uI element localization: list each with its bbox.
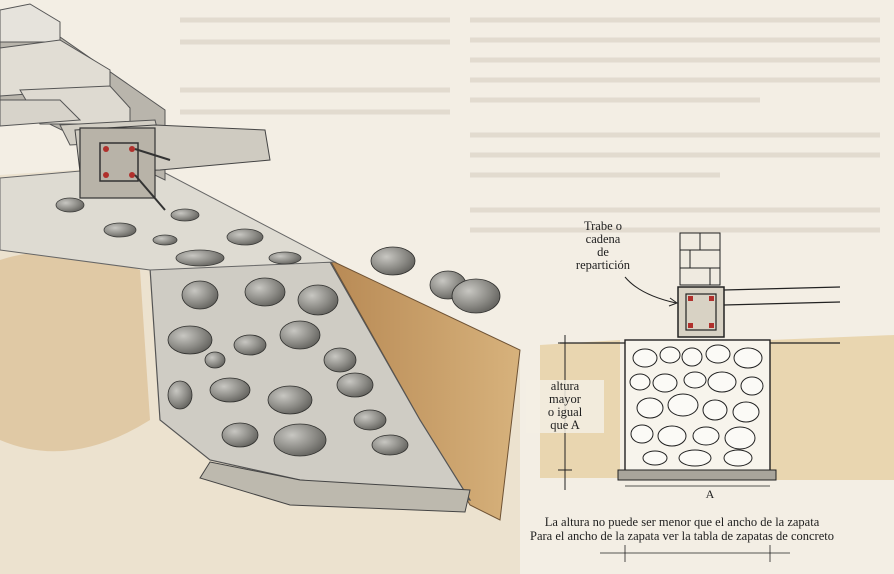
tie-beam-label-line: repartición xyxy=(575,258,631,273)
stones-top xyxy=(55,197,302,267)
tie-beam-label-line: de xyxy=(597,245,609,260)
caption-height-rule: La altura no puede ser menor que el anch… xyxy=(544,515,820,529)
boulders xyxy=(370,246,501,314)
stones-front xyxy=(167,277,409,457)
caption-width-reference: Para el ancho de la zapata ver la tabla … xyxy=(530,529,834,543)
width-dimension-label: A xyxy=(705,487,715,501)
background-text-lines xyxy=(180,17,880,233)
tie-beam-3d xyxy=(74,124,271,211)
height-label-line: mayor xyxy=(549,392,581,407)
tie-beam-label-line: cadena xyxy=(585,232,621,247)
cross-section xyxy=(540,232,894,562)
height-label-line: o igual xyxy=(547,405,583,420)
height-label-line: que A xyxy=(550,418,580,433)
concrete-base xyxy=(199,461,471,513)
soil-patch-left xyxy=(0,252,150,452)
tie-beam-label: Trabe o cadena de repartición xyxy=(548,219,658,273)
tie-beam-label-line: Trabe o xyxy=(583,219,623,233)
height-label: altura mayor o igual que A xyxy=(526,379,604,433)
height-label-line: altura xyxy=(550,379,580,393)
